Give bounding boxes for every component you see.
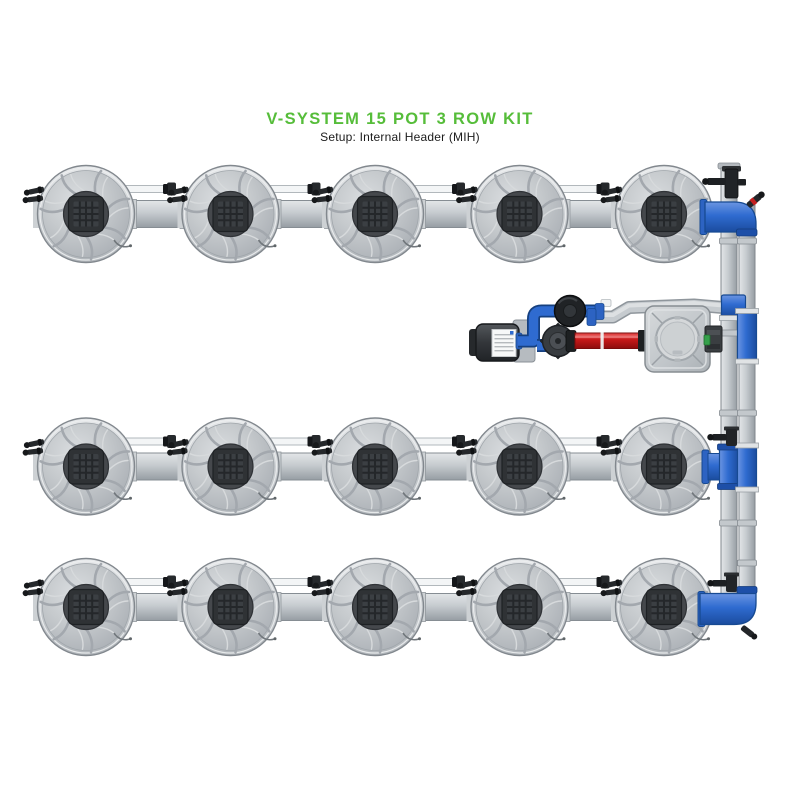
reservoir-lid: [654, 316, 701, 362]
header-blue-segment: [736, 310, 758, 362]
blue-collar: [736, 228, 758, 237]
row2-tee-fitting: [701, 442, 759, 493]
pot-r3-c4: [456, 559, 568, 656]
reservoir-link-fitting: [703, 325, 723, 353]
pump-label: [491, 329, 517, 357]
blue-flange: [586, 308, 597, 326]
pot-r1-c5: [600, 166, 712, 263]
row1-elbow-fitting: [704, 201, 757, 233]
white-collar: [735, 358, 759, 365]
inline-filter: [553, 294, 587, 328]
row3-elbow-fitting: [699, 592, 757, 626]
reservoir-tank: [644, 305, 711, 373]
pot-r2-c2: [167, 418, 279, 515]
pot-r1-c3: [311, 166, 423, 263]
red-suction-pipe: [565, 330, 647, 352]
pot-r3-c1: [22, 559, 134, 656]
title-block: V-SYSTEM 15 POT 3 ROW KIT Setup: Interna…: [0, 110, 800, 145]
pot-r2-c4: [456, 418, 568, 515]
header-fittings: [697, 166, 765, 640]
pot-row-2: [22, 418, 712, 515]
pot-r2-c5: [600, 418, 712, 515]
top-air-valve: [702, 166, 746, 199]
pot-r3-c5: [600, 559, 712, 656]
green-valve-accent: [703, 334, 711, 346]
pot-r1-c2: [167, 166, 279, 263]
pot-row-3: [22, 559, 712, 656]
pot-rows: [22, 166, 712, 656]
pot-r3-c3: [311, 559, 423, 656]
pot-r1-c4: [456, 166, 568, 263]
pot-row-1: [22, 166, 712, 263]
header-right-pipe: [738, 204, 756, 597]
pump-assembly: [469, 294, 605, 363]
internal-header: [717, 162, 757, 599]
dripper-valve-bottom: [740, 625, 758, 640]
pot-r2-c1: [22, 418, 134, 515]
page-subtitle: Setup: Internal Header (MIH): [320, 129, 480, 144]
white-collar: [735, 308, 759, 314]
pot-r2-c3: [311, 418, 423, 515]
blue-collar: [736, 586, 758, 594]
dripper-valve-top: [746, 191, 765, 208]
pot-r1-c1: [22, 166, 134, 263]
pot-r3-c2: [167, 559, 279, 656]
page-title: V-SYSTEM 15 POT 3 ROW KIT: [266, 110, 534, 128]
